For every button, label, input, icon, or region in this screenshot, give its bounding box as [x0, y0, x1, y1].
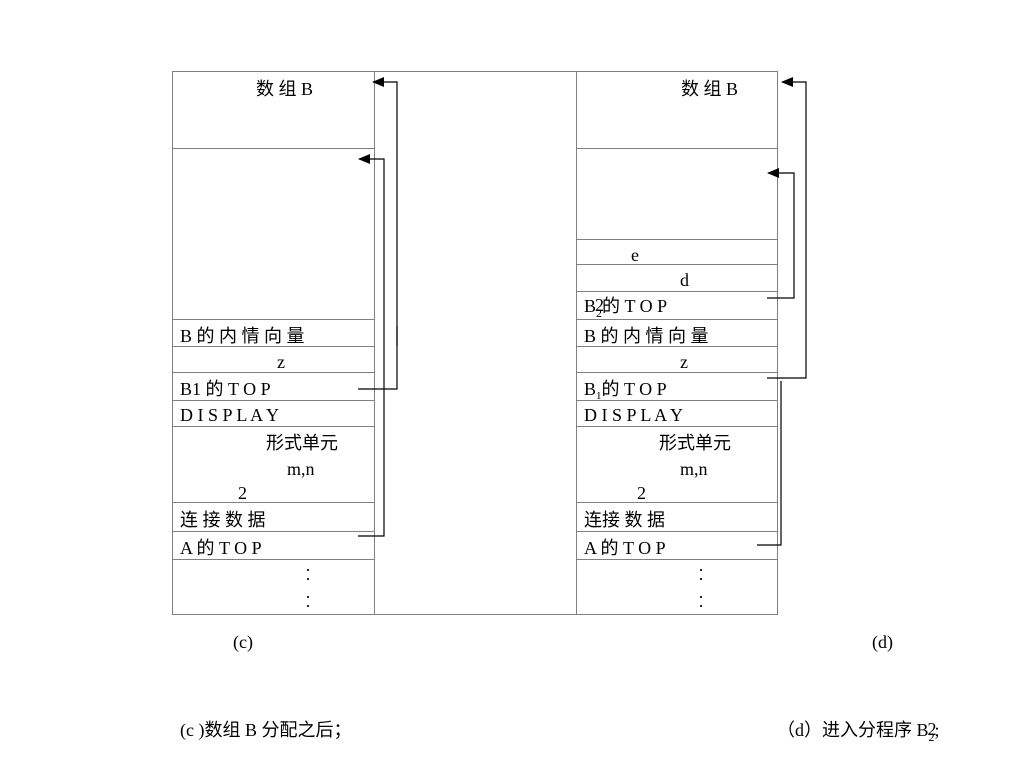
stack-c-b1-top: B1 的 T O P: [180, 379, 271, 399]
pointer-b1-top-to-array-b: [767, 77, 807, 379]
stack-d-link-data: 连接 数 据: [584, 510, 665, 530]
stack-c-frame: [172, 71, 375, 615]
b1-prefix: B: [584, 379, 597, 399]
b2-subscript: 2: [596, 306, 603, 320]
stack-d-display: D I S P L A Y: [584, 405, 684, 425]
caption-c: (c )数组 B 分配之后；: [180, 720, 352, 740]
stack-c-a-top: A 的 T O P: [180, 538, 262, 558]
pointer-a-top-to-b-area: [358, 154, 385, 537]
middle-frame: [375, 71, 576, 615]
stack-d-formal-unit: 形式单元: [659, 433, 731, 453]
pointer-b2-top-to-b2-area: [767, 168, 795, 299]
stack-c-z: z: [277, 352, 285, 372]
stack-c-pointers: [358, 77, 398, 537]
stack-c-array-b: 数 组 B: [256, 79, 314, 99]
pointer-b1-top-to-array-b: [358, 77, 398, 390]
stack-d-d: d: [680, 270, 689, 290]
stack-d-ellipsis: · · · ·: [698, 560, 704, 616]
stack-c-b-info-vector: B 的 内 情 向 量: [180, 326, 305, 346]
panel-label-d: (d): [872, 632, 893, 652]
b1-rest: 的 T O P: [601, 379, 667, 399]
stack-d-a-top: A 的 T O P: [584, 538, 666, 558]
stack-d-two: 2: [637, 483, 646, 503]
b2-rest: 的 T O P: [602, 296, 668, 316]
pointer-a-top-to-b1-area: [757, 381, 782, 546]
stack-d-b-info-vector: B 的 内 情 向 量: [584, 326, 709, 346]
stack-d-mn: m,n: [680, 459, 708, 479]
stack-c-display: D I S P L A Y: [180, 405, 280, 425]
caption-d-subscript: 2: [928, 730, 935, 744]
stack-d-z: z: [680, 352, 688, 372]
b1-subscript: 1: [596, 390, 602, 402]
stack-c-link-data: 连 接 数 据: [180, 510, 266, 530]
caption-d-overlay: 2: [927, 719, 937, 739]
b2-overlay: 2: [595, 295, 605, 315]
stack-d-array-b: 数 组 B: [681, 79, 739, 99]
stack-c-mn: m,n: [287, 459, 315, 479]
stack-c-two: 2: [238, 483, 247, 503]
stack-c-formal-unit: 形式单元: [266, 433, 338, 453]
panel-label-c: (c): [233, 632, 253, 652]
stack-c-ellipsis: · · · ·: [305, 560, 311, 616]
stack-d-frame: [576, 71, 778, 615]
b2-prefix: B: [584, 296, 597, 316]
caption-d-main: （d）进入分程序 B: [777, 720, 929, 740]
caption-d-end: ;: [934, 720, 940, 740]
stack-d-pointers: [757, 77, 807, 546]
stack-d-e: e: [631, 245, 639, 265]
stack-d-b1-top: B1的 T O P: [584, 379, 667, 402]
